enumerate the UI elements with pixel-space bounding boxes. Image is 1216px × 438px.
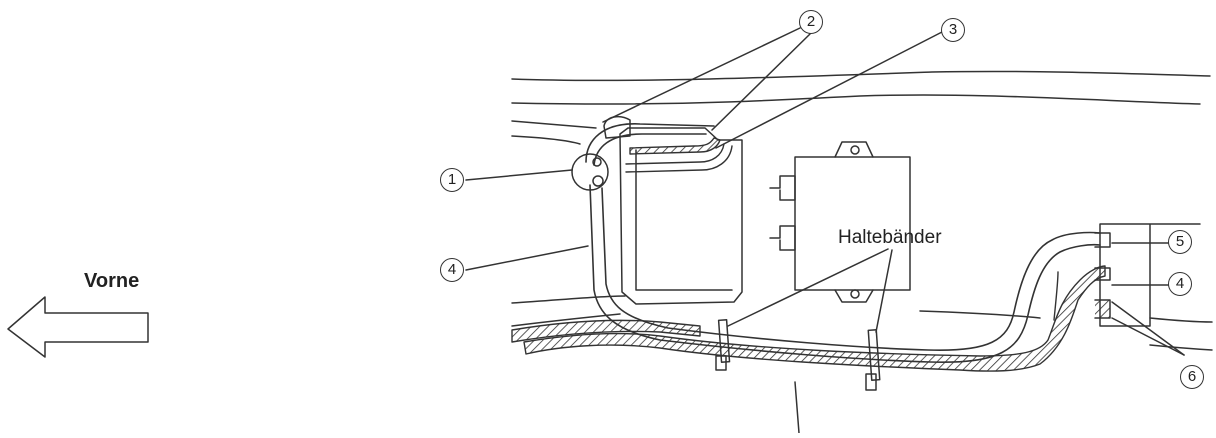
leader-straps-1	[727, 248, 889, 327]
fitting-port-lower	[592, 175, 604, 187]
electrical-tab-bottom	[834, 289, 874, 303]
leader-6a	[1111, 301, 1185, 356]
leader-1	[465, 169, 573, 181]
callout-2: 2	[799, 10, 823, 34]
hose-main	[589, 184, 1101, 363]
callout-1: 1	[440, 168, 464, 192]
frame-line-left-2	[511, 135, 581, 145]
hatched-hose-upper-left	[511, 319, 701, 343]
callout-5: 5	[1168, 230, 1192, 254]
frame-line-right-2	[1149, 317, 1213, 323]
leader-6b	[1111, 317, 1185, 356]
frame-line-top	[511, 70, 1211, 82]
hose-short-right	[625, 143, 725, 165]
tank-nipple-lower	[1094, 267, 1111, 281]
callout-4-left: 4	[440, 258, 464, 282]
leader-straps-2	[875, 249, 893, 333]
connector-lower	[769, 225, 796, 251]
frame-line-upper	[511, 94, 1201, 105]
strap-2-end	[865, 373, 877, 391]
frame-line-lower-1	[511, 295, 626, 304]
strap-1-end	[715, 355, 727, 371]
leader-2b	[711, 33, 811, 131]
tank-nipple-upper	[1094, 232, 1111, 248]
leader-bottom	[794, 381, 800, 434]
tank-fitting-bottom	[1094, 299, 1111, 319]
canister-inner-line	[635, 149, 733, 291]
hose-short-right-inner	[625, 145, 733, 173]
connector-upper	[769, 175, 796, 201]
frame-line-right-3	[1149, 344, 1213, 351]
frame-line-right-1	[919, 310, 1041, 319]
hatched-hose-lower	[523, 265, 1106, 372]
hatched-hose-top	[629, 137, 721, 155]
forward-arrow	[7, 296, 149, 358]
canister-cap	[603, 115, 631, 139]
hose-loop-top-inner	[593, 133, 707, 166]
tank-outline	[1099, 223, 1201, 327]
callout-3: 3	[941, 18, 965, 42]
leader-4a	[465, 245, 589, 271]
callout-6: 6	[1180, 365, 1204, 389]
electrical-box	[794, 156, 911, 291]
hose-loop-top	[585, 123, 715, 163]
fitting-port-upper	[592, 157, 602, 167]
leader-3	[715, 31, 943, 149]
electrical-tab-top	[834, 141, 874, 158]
small-hose-right	[1053, 271, 1059, 321]
direction-label: Vorne	[84, 270, 140, 292]
frame-line-lower-2	[511, 313, 621, 327]
frame-line-left-1	[511, 120, 597, 129]
leader-2a	[602, 27, 801, 123]
canister-body	[619, 127, 743, 305]
straps-label: Haltebänder	[838, 227, 942, 248]
callout-4-right: 4	[1168, 272, 1192, 296]
